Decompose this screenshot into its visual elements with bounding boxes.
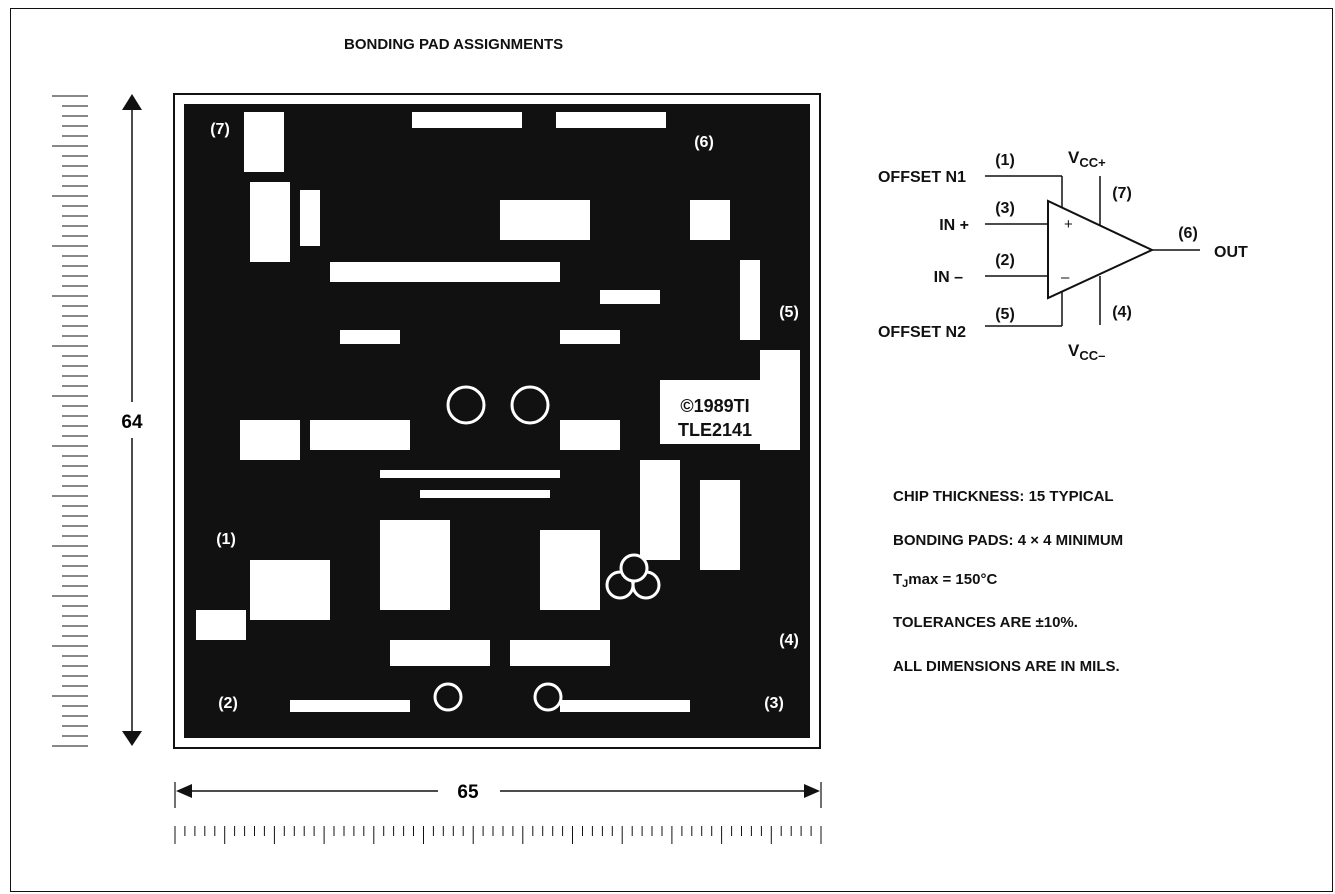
opamp-symbol <box>985 175 1200 327</box>
die-marking-part: TLE2141 <box>678 420 752 440</box>
pin-4-label: (4) <box>1112 304 1132 321</box>
note-bonding-pads: BONDING PADS: 4 × 4 MINIMUM <box>893 532 1124 549</box>
vertical-ruler <box>52 95 88 747</box>
note-units: ALL DIMENSIONS ARE IN MILS. <box>893 658 1120 675</box>
height-label: 64 <box>121 412 143 433</box>
width-label: 65 <box>457 782 479 803</box>
pin-7-label: (7) <box>1112 185 1132 202</box>
vcc-minus-main: V <box>1068 341 1080 360</box>
note-tolerances: TOLERANCES ARE ±10%. <box>893 614 1078 631</box>
figure-title: BONDING PAD ASSIGNMENTS <box>344 36 564 53</box>
die-layout: ©1989TI TLE2141 (7) (6) (5) (1) (4) (2) … <box>173 93 821 749</box>
vcc-plus-label: VCC+ <box>1068 148 1106 170</box>
pad-label-1: (1) <box>216 531 236 548</box>
tj-main: T <box>893 571 903 588</box>
vcc-plus-sub: CC+ <box>1079 155 1106 170</box>
noninverting-sign: + <box>1064 216 1073 233</box>
note-junction-temp: TJmax = 150°C <box>893 571 997 590</box>
vcc-minus-sub: CC– <box>1079 348 1105 363</box>
height-dimension-arrow <box>122 94 142 746</box>
tj-rest: max = 150°C <box>908 571 998 588</box>
in-minus-label: IN – <box>934 269 963 286</box>
pin-6-label: (6) <box>1178 225 1198 242</box>
width-dimension-arrow <box>174 782 822 808</box>
pad-label-4: (4) <box>779 632 799 649</box>
pad-label-6: (6) <box>694 134 714 151</box>
out-label: OUT <box>1214 244 1248 261</box>
horizontal-ruler <box>174 826 822 844</box>
tj-sub: J <box>902 578 909 590</box>
pin-1-label: (1) <box>995 152 1015 169</box>
vcc-minus-label: VCC– <box>1068 341 1105 363</box>
note-thickness: CHIP THICKNESS: 15 TYPICAL <box>893 488 1114 505</box>
die-marking-year: ©1989TI <box>680 396 749 416</box>
pad-label-5: (5) <box>779 304 799 321</box>
inverting-sign: – <box>1061 269 1070 286</box>
vcc-plus-main: V <box>1068 148 1080 167</box>
offset-n2-label: OFFSET N2 <box>878 324 966 341</box>
pin-3-label: (3) <box>995 200 1015 217</box>
offset-n1-label: OFFSET N1 <box>878 169 966 186</box>
pin-5-label: (5) <box>995 306 1015 323</box>
pad-label-7: (7) <box>210 121 230 138</box>
in-plus-label: IN + <box>939 217 969 234</box>
pad-label-2: (2) <box>218 695 238 712</box>
pin-2-label: (2) <box>995 252 1015 269</box>
pad-label-3: (3) <box>764 695 784 712</box>
figure-frame <box>10 8 1333 892</box>
